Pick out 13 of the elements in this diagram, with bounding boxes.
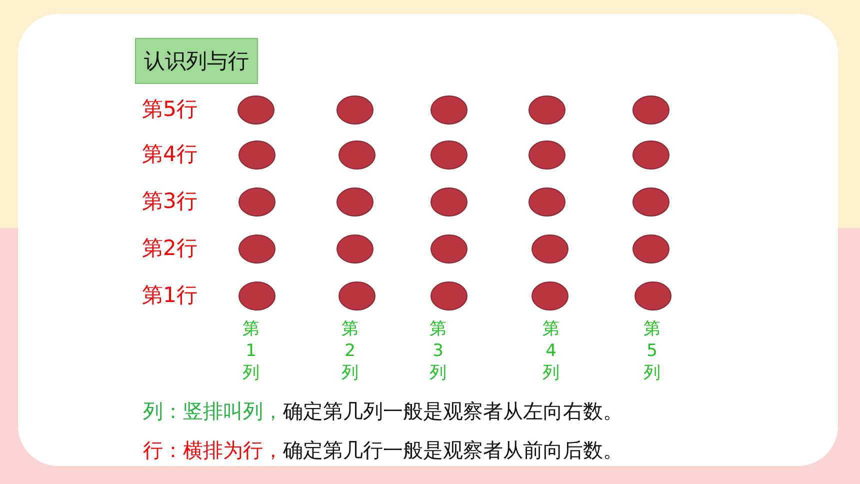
column-label: 第3列 <box>428 318 448 384</box>
row-label: 第1行 <box>142 282 198 309</box>
row-label: 第2行 <box>142 235 198 262</box>
row-label: 第5行 <box>142 96 198 123</box>
sentence: 列：竖排叫列，确定第几列一般是观察者从左向右数。 <box>143 398 623 425</box>
row-label: 第4行 <box>142 141 198 168</box>
column-label: 第2列 <box>340 318 360 384</box>
row-label: 第3行 <box>142 188 198 215</box>
column-label: 第4列 <box>542 318 560 384</box>
title-box: 认识列与行 <box>135 38 258 84</box>
sentence: 行：横排为行，确定第几行一般是观察者从前向后数。 <box>143 437 623 464</box>
column-label: 第1列 <box>242 318 260 384</box>
column-label: 第5列 <box>642 318 662 384</box>
